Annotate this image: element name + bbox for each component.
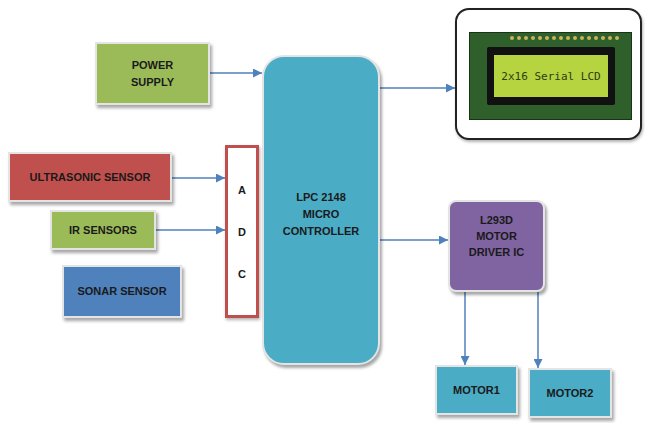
lcd-screen: 2x16 Serial LCD — [494, 55, 608, 97]
lcd-bezel: 2x16 Serial LCD — [487, 47, 615, 105]
block-label: LPC 2148 MICRO CONTROLLER — [280, 189, 362, 240]
pin-hole — [552, 36, 556, 40]
signal-arrow — [210, 72, 262, 74]
signal-arrow — [380, 87, 455, 89]
signal-arrow — [464, 292, 466, 365]
sensor-block: IR SENSORS — [50, 210, 156, 250]
pin-hole — [573, 36, 577, 40]
block-label: ULTRASONIC SENSOR — [30, 170, 151, 185]
signal-arrow — [537, 292, 539, 368]
block-label: SONAR SENSOR — [77, 284, 166, 299]
motor-block: MOTOR2 — [528, 368, 612, 418]
lcd-panel: 2x16 Serial LCD — [455, 8, 642, 140]
block-label: 2x16 Serial LCD — [501, 69, 600, 84]
pin-hole — [587, 36, 591, 40]
pin-hole — [601, 36, 605, 40]
pin-hole — [566, 36, 570, 40]
pin-hole — [559, 36, 563, 40]
lcd-board: 2x16 Serial LCD — [469, 32, 632, 120]
block-label: MOTOR2 — [547, 386, 594, 401]
pin-hole — [594, 36, 598, 40]
pin-hole — [580, 36, 584, 40]
signal-arrow — [172, 177, 225, 179]
motor-block: MOTOR1 — [435, 365, 518, 415]
pin-hole — [517, 36, 521, 40]
pin-hole — [538, 36, 542, 40]
signal-arrow — [156, 229, 225, 231]
block-label: MOTOR1 — [453, 383, 500, 398]
adc-block: A D C — [225, 145, 259, 318]
sensor-block: SONAR SENSOR — [62, 265, 182, 318]
pin-hole — [524, 36, 528, 40]
signal-arrow — [380, 239, 448, 241]
pin-hole — [608, 36, 612, 40]
pin-hole — [545, 36, 549, 40]
block-label: POWER SUPPLY — [122, 57, 184, 91]
power-supply-block: POWER SUPPLY — [95, 42, 210, 105]
pin-hole — [510, 36, 514, 40]
block-label: L293D MOTOR DRIVER IC — [463, 212, 531, 260]
microcontroller-block: LPC 2148 MICRO CONTROLLER — [262, 55, 380, 365]
block-label: IR SENSORS — [69, 223, 137, 238]
motor-driver-block: L293D MOTOR DRIVER IC — [448, 200, 545, 292]
pin-hole — [615, 36, 619, 40]
sensor-block: ULTRASONIC SENSOR — [8, 152, 172, 202]
block-label: A D C — [237, 169, 247, 295]
pin-hole — [531, 36, 535, 40]
